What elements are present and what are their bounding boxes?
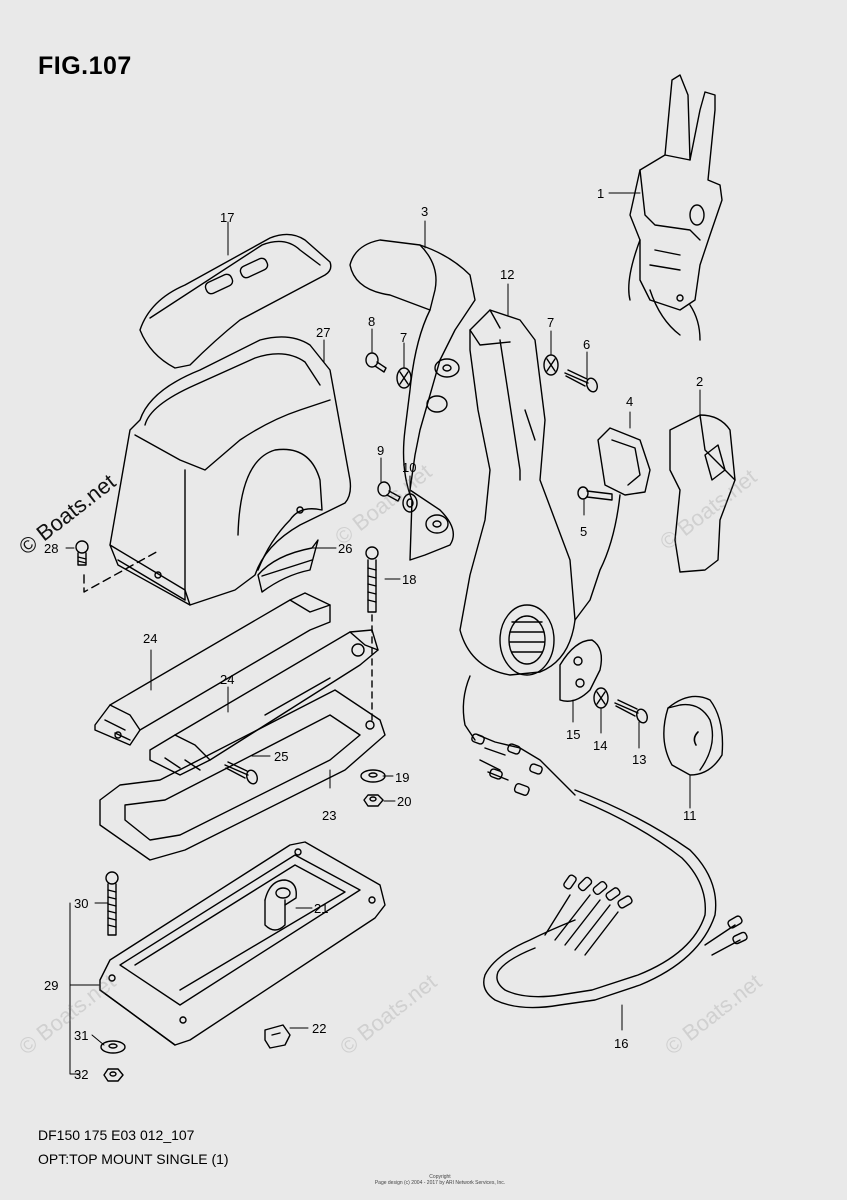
part-7-washer-right[interactable] <box>543 354 559 376</box>
part-14-washer[interactable] <box>593 687 609 709</box>
copyright-line-2: Page design (c) 2004 - 2017 by ARI Netwo… <box>374 1180 506 1186</box>
callout-23[interactable]: 23 <box>322 808 336 823</box>
part-19-washer[interactable] <box>360 769 386 783</box>
leader-lines <box>65 192 701 1075</box>
callout-5[interactable]: 5 <box>580 524 587 539</box>
callout-25[interactable]: 25 <box>274 749 288 764</box>
callout-9[interactable]: 9 <box>377 443 384 458</box>
part-32-nut[interactable] <box>103 1068 124 1082</box>
part-20-nut[interactable] <box>363 794 384 807</box>
callout-15[interactable]: 15 <box>566 727 580 742</box>
copyright-notice: Copyright Page design (c) 2004 - 2017 by… <box>370 1174 510 1186</box>
callout-2[interactable]: 2 <box>696 374 703 389</box>
callout-14[interactable]: 14 <box>593 738 607 753</box>
part-8-screw[interactable] <box>365 352 387 373</box>
copyright-line-1: Copyright <box>429 1174 451 1180</box>
callout-18[interactable]: 18 <box>402 572 416 587</box>
callouts: 1 2 3 4 5 6 7 7 8 9 10 11 12 13 14 15 16… <box>44 186 703 1082</box>
part-21-slider[interactable] <box>264 879 297 931</box>
part-31-washer[interactable] <box>100 1040 126 1054</box>
part-18-long-screw[interactable] <box>365 546 379 721</box>
part-9-screw[interactable] <box>377 481 401 502</box>
part-29-base-plate[interactable] <box>99 841 386 1046</box>
callout-6[interactable]: 6 <box>583 337 590 352</box>
callout-17[interactable]: 17 <box>220 210 234 225</box>
part-11-cap[interactable] <box>663 695 724 776</box>
part-5-screw[interactable] <box>577 486 613 501</box>
part-16-harness[interactable] <box>462 675 748 1009</box>
callout-10[interactable]: 10 <box>402 460 416 475</box>
model-code: DF150 175 E03 012_107 <box>38 1127 195 1143</box>
callout-27[interactable]: 27 <box>316 325 330 340</box>
callout-7a[interactable]: 7 <box>400 330 407 345</box>
callout-11[interactable]: 11 <box>683 808 697 823</box>
callout-13[interactable]: 13 <box>632 752 646 767</box>
callout-21[interactable]: 21 <box>314 901 328 916</box>
callout-1[interactable]: 1 <box>597 186 604 201</box>
callout-24a[interactable]: 24 <box>143 631 157 646</box>
callout-8[interactable]: 8 <box>368 314 375 329</box>
callout-31[interactable]: 31 <box>74 1028 88 1043</box>
callout-16[interactable]: 16 <box>614 1036 628 1051</box>
callout-28[interactable]: 28 <box>44 541 58 556</box>
part-12-lever[interactable] <box>459 309 576 676</box>
callout-26[interactable]: 26 <box>338 541 352 556</box>
part-4-switch[interactable] <box>574 427 651 621</box>
callout-19[interactable]: 19 <box>395 770 409 785</box>
part-27-housing[interactable] <box>109 336 352 606</box>
callout-32[interactable]: 32 <box>74 1067 88 1082</box>
callout-7b[interactable]: 7 <box>547 315 554 330</box>
part-23-gasket[interactable] <box>99 689 386 861</box>
callout-22[interactable]: 22 <box>312 1021 326 1036</box>
part-17-cover-cap[interactable] <box>139 233 332 369</box>
part-25-screw[interactable] <box>224 761 259 785</box>
figure-description: OPT:TOP MOUNT SINGLE (1) <box>38 1151 229 1167</box>
callout-30[interactable]: 30 <box>74 896 88 911</box>
part-28-screw[interactable] <box>75 540 161 593</box>
part-30-bolt[interactable] <box>105 871 119 936</box>
callout-12[interactable]: 12 <box>500 267 514 282</box>
part-6-screw[interactable] <box>564 369 599 393</box>
callout-4[interactable]: 4 <box>626 394 633 409</box>
part-7-washer-left[interactable] <box>396 367 412 389</box>
part-2-grip[interactable] <box>669 414 736 573</box>
callout-29[interactable]: 29 <box>44 978 58 993</box>
callout-20[interactable]: 20 <box>397 794 411 809</box>
part-3-arm[interactable] <box>349 239 476 561</box>
part-13-screw[interactable] <box>614 699 649 724</box>
part-24-bracket-lower[interactable] <box>149 629 379 776</box>
part-24-bracket-upper[interactable] <box>94 592 331 746</box>
part-26-seal[interactable] <box>257 539 319 593</box>
part-22-clip[interactable] <box>264 1024 291 1049</box>
part-1-remote-control[interactable] <box>628 74 723 341</box>
figure-title: FIG.107 <box>38 52 132 80</box>
callout-24b[interactable]: 24 <box>220 672 234 687</box>
callout-3[interactable]: 3 <box>421 204 428 219</box>
